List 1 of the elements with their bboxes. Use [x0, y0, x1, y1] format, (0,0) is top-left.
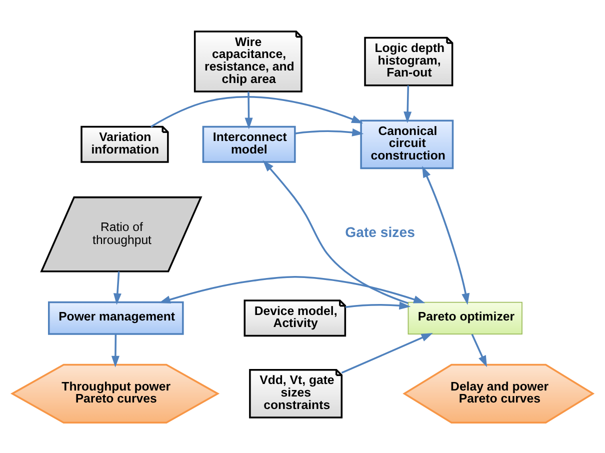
edge-label: Gate sizes: [345, 223, 415, 240]
